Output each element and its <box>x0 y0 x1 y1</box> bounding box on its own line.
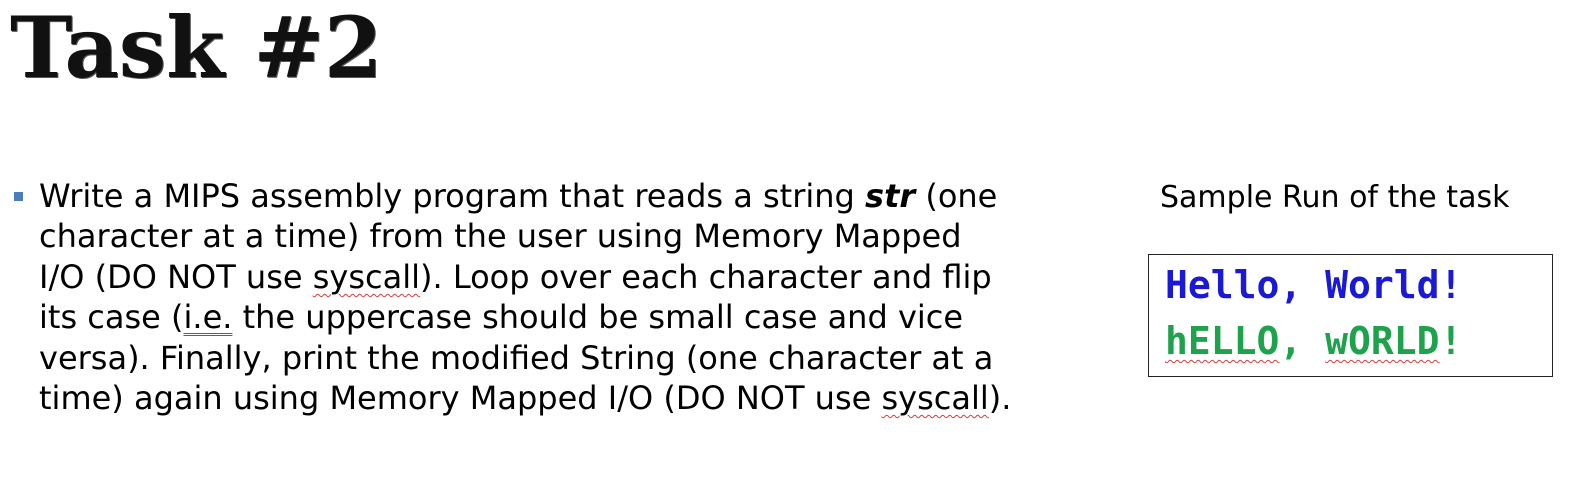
description-text: time) again using Memory Mapped I/O (DO … <box>39 379 882 418</box>
description-line-5: versa). Finally, print the modified Stri… <box>39 338 994 377</box>
description-text: its case ( <box>39 298 184 337</box>
sample-output-line: hELLO, wORLD! <box>1165 319 1462 363</box>
description-line-1: Write a MIPS assembly program that reads… <box>39 176 1069 216</box>
output-text: ! <box>1439 319 1463 363</box>
output-text: , <box>1279 319 1326 363</box>
sample-input-line: Hello, World! <box>1165 263 1463 307</box>
description-text: ). Loop over each character and flip <box>419 257 992 296</box>
grammar-flagged-word: i.e. <box>183 298 233 337</box>
description-text: ). <box>988 379 1012 418</box>
description-text: I/O (DO NOT use <box>39 257 313 296</box>
description-line-2: character at a time) from the user using… <box>39 217 962 256</box>
spellcheck-word: syscall <box>881 379 989 418</box>
task-description: Write a MIPS assembly program that reads… <box>39 176 1069 418</box>
description-text: (one <box>915 177 998 215</box>
sample-run-box: Hello, World! hELLO, wORLD! <box>1148 254 1553 377</box>
str-emphasis: str <box>865 177 916 215</box>
description-line-3: I/O (DO NOT use syscall). Loop over each… <box>39 257 1069 297</box>
spellcheck-word: hELLO <box>1165 319 1280 363</box>
description-text: Write a MIPS assembly program that reads… <box>39 177 866 215</box>
description-text: the uppercase should be small case and v… <box>232 298 964 337</box>
spellcheck-word: wORLD <box>1325 319 1440 363</box>
description-line-6: time) again using Memory Mapped I/O (DO … <box>39 378 1069 418</box>
description-line-4: its case (i.e. the uppercase should be s… <box>39 297 1069 337</box>
sample-run-caption: Sample Run of the task <box>1160 180 1510 215</box>
slide-title: Task #2 <box>10 0 383 97</box>
bullet-square-icon <box>14 192 23 201</box>
spellcheck-word: syscall <box>312 257 420 296</box>
